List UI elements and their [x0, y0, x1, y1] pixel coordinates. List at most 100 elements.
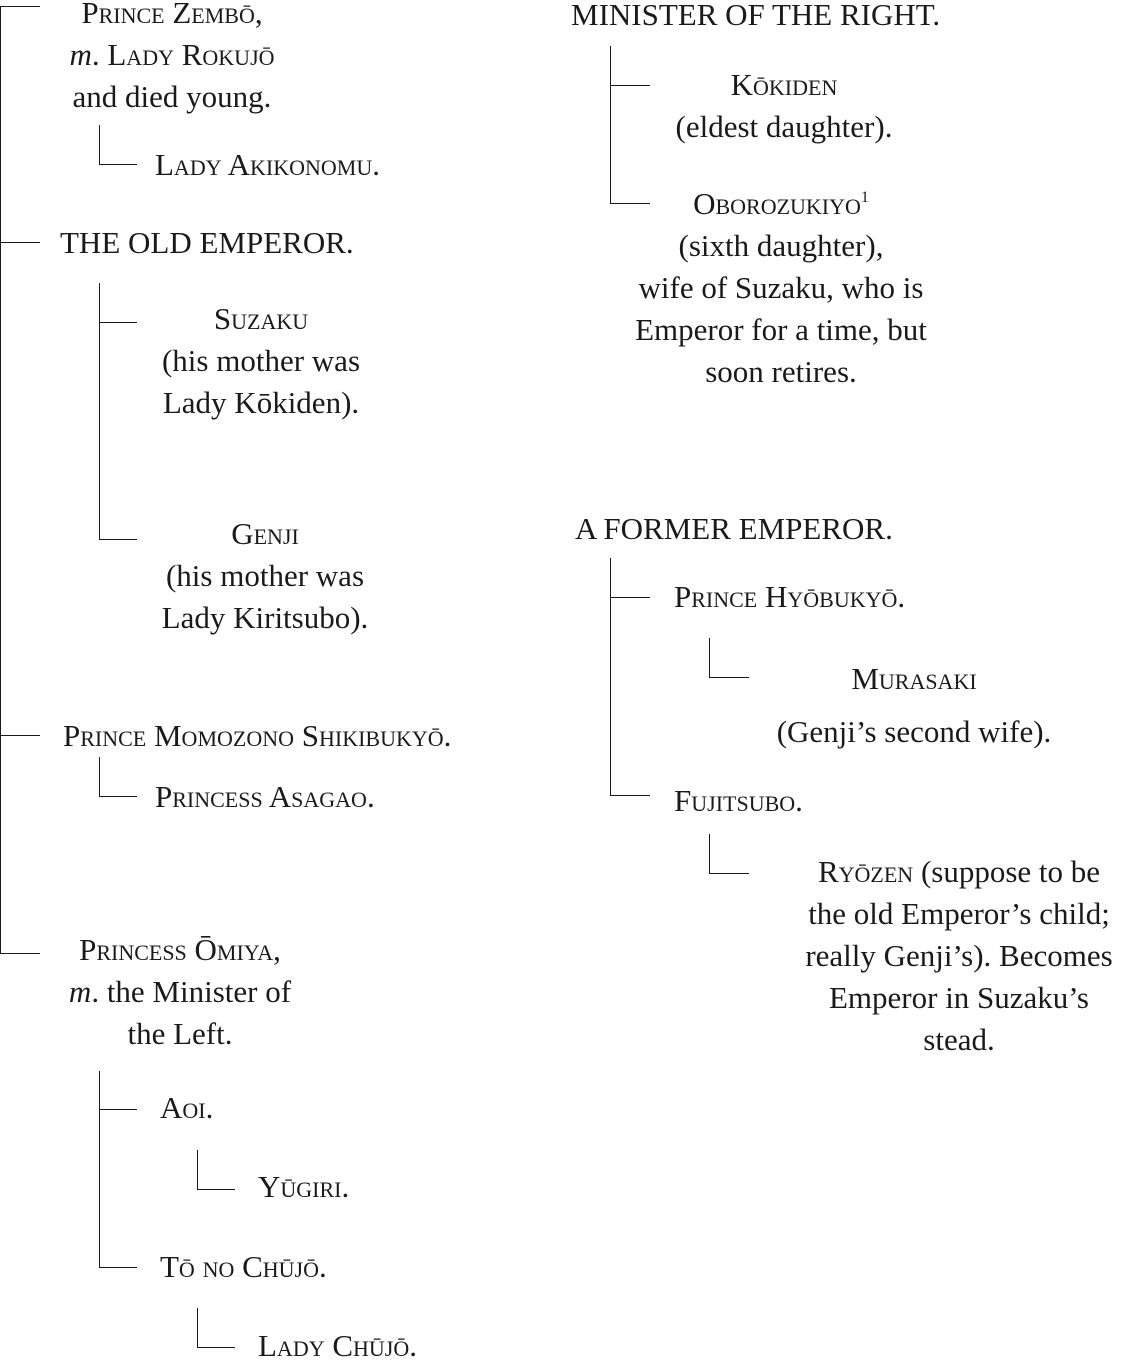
branch-omiya — [0, 953, 40, 954]
suzaku-note-2: Lady Kōkiden). — [162, 385, 360, 420]
akikonomu-name: Lady Akikonomu — [155, 147, 373, 182]
zembo-note: and died young. — [72, 79, 272, 114]
node-to-no-chujo: Tō no Chūjō. — [160, 1246, 327, 1288]
asagao-period: . — [366, 779, 375, 814]
branch-asagao — [99, 796, 137, 797]
zembo-name: Prince Zembō — [81, 0, 255, 30]
oborozukiyo-line-4: Emperor for a time, but — [635, 312, 927, 347]
node-ryozen: Ryōzen (suppose to be the old Emperor’s … — [789, 851, 1129, 1061]
branch-zembo — [0, 6, 40, 7]
lady-chujo-name: Lady Chūjō — [258, 1328, 410, 1363]
murasaki-note: (Genji’s second wife). — [776, 714, 1052, 749]
node-minister-right: MINISTER OF THE RIGHT. — [571, 0, 940, 36]
omiya-comma: , — [273, 932, 281, 967]
branch-hyobukyo — [610, 597, 650, 598]
murasaki-name: Murasaki — [851, 661, 977, 696]
akikonomu-period: . — [372, 147, 380, 182]
ryozen-line-4: Emperor in Suzaku’s — [828, 980, 1089, 1015]
fujitsubo-period: . — [795, 783, 803, 818]
node-lady-chujo: Lady Chūjō. — [258, 1325, 417, 1367]
fujitsubo-child-line — [709, 834, 710, 874]
branch-genji — [99, 539, 137, 540]
hyobukyo-period: . — [897, 579, 906, 614]
yugiri-name: Yūgiri — [258, 1169, 342, 1204]
branch-murasaki — [709, 677, 749, 678]
omiya-spouse: . the Minister of — [91, 974, 292, 1009]
aoi-period: . — [205, 1090, 214, 1125]
ryozen-line-5: stead. — [923, 1022, 995, 1057]
genji-name: Genji — [231, 516, 299, 551]
branch-to-no-chujo — [99, 1267, 137, 1268]
kokiden-note: (eldest daughter). — [675, 109, 893, 144]
former-emperor-name: A FORMER EMPEROR. — [575, 511, 893, 546]
oborozukiyo-line-3: wife of Suzaku, who is — [638, 270, 924, 305]
yugiri-period: . — [341, 1169, 350, 1204]
ryozen-name: Ryōzen — [817, 854, 914, 889]
node-fujitsubo: Fujitsubo. — [674, 780, 803, 822]
branch-oborozukiyo — [610, 203, 650, 204]
node-kokiden: Kōkiden (eldest daughter). — [644, 64, 924, 148]
asagao-name: Princess Asagao — [155, 779, 367, 814]
ryozen-line-3: really Genji’s). Becomes — [805, 938, 1113, 973]
branch-fujitsubo — [610, 795, 650, 796]
fujitsubo-name: Fujitsubo — [674, 783, 796, 818]
genji-note-1: (his mother was — [165, 558, 365, 593]
aoi-name: Aoi — [160, 1090, 206, 1125]
omiya-child-line — [99, 1071, 100, 1268]
zembo-child-line — [99, 125, 100, 165]
node-aoi: Aoi. — [160, 1087, 213, 1129]
branch-aoi — [99, 1109, 137, 1110]
node-princess-omiya: Princess Ōmiya, m. the Minister of the L… — [42, 929, 318, 1055]
aoi-child-line — [197, 1150, 198, 1190]
node-old-emperor: THE OLD EMPEROR. — [60, 222, 354, 264]
former-emperor-child-line — [610, 558, 611, 796]
lady-chujo-period: . — [409, 1328, 418, 1363]
minister-right-child-line — [610, 46, 611, 204]
branch-lady-chujo — [197, 1347, 235, 1348]
married-abbrev: m — [69, 37, 92, 72]
node-princess-asagao: Princess Asagao. — [155, 776, 375, 818]
old-emperor-child-line — [99, 283, 100, 539]
hyobukyo-child-line — [709, 638, 710, 678]
to-no-chujo-period: . — [319, 1249, 327, 1284]
node-murasaki: Murasaki (Genji’s second wife). — [764, 658, 1064, 753]
branch-ryozen — [709, 873, 749, 874]
node-prince-momozono: Prince Momozono Shikibukyō. — [63, 715, 451, 757]
suzaku-name: Suzaku — [213, 301, 309, 336]
old-emperor-name: THE OLD EMPEROR. — [60, 225, 354, 260]
to-no-chujo-name: Tō no Chūjō — [160, 1249, 320, 1284]
oborozukiyo-line-2: (sixth daughter), — [678, 228, 884, 263]
ryozen-line-1: (suppose to be — [913, 854, 1101, 889]
branch-kokiden — [610, 85, 650, 86]
genji-note-2: Lady Kiritsubo). — [161, 600, 369, 635]
branch-akikonomu — [99, 164, 137, 165]
node-yugiri: Yūgiri. — [258, 1166, 349, 1208]
momozono-name: Prince Momozono Shikibukyō — [63, 718, 444, 753]
suzaku-note-1: (his mother was — [161, 343, 361, 378]
branch-old-emperor — [0, 242, 40, 243]
minister-right-name: MINISTER OF THE RIGHT. — [571, 0, 941, 32]
ryozen-line-2: the old Emperor’s child; — [808, 896, 1110, 931]
zembo-spouse: Lady Rokujō — [107, 37, 275, 72]
omiya-line-3: the Left. — [127, 1016, 233, 1051]
node-oborozukiyo: Oborozukiyo1 (sixth daughter), wife of S… — [616, 183, 946, 393]
node-prince-hyobukyo: Prince Hyōbukyō. — [674, 576, 905, 618]
to-no-chujo-child-line — [197, 1308, 198, 1348]
oborozukiyo-name: Oborozukiyo — [693, 186, 861, 221]
kokiden-name: Kōkiden — [730, 67, 838, 102]
oborozukiyo-line-5: soon retires. — [705, 354, 857, 389]
branch-suzaku — [99, 322, 137, 323]
branch-momozono — [0, 735, 40, 736]
node-suzaku: Suzaku (his mother was Lady Kōkiden). — [131, 298, 391, 424]
omiya-married-abbrev: m — [68, 974, 92, 1009]
zembo-comma: , — [254, 0, 263, 30]
oborozukiyo-footnote: 1 — [860, 189, 869, 206]
hyobukyo-name: Prince Hyōbukyō — [674, 579, 898, 614]
node-prince-zembo: Prince Zembō, m. Lady Rokujō and died yo… — [42, 0, 302, 118]
node-former-emperor: A FORMER EMPEROR. — [575, 508, 893, 550]
married-separator: . — [91, 37, 108, 72]
momozono-period: . — [443, 718, 452, 753]
branch-yugiri — [197, 1189, 235, 1190]
omiya-name: Princess Ōmiya — [79, 932, 274, 967]
